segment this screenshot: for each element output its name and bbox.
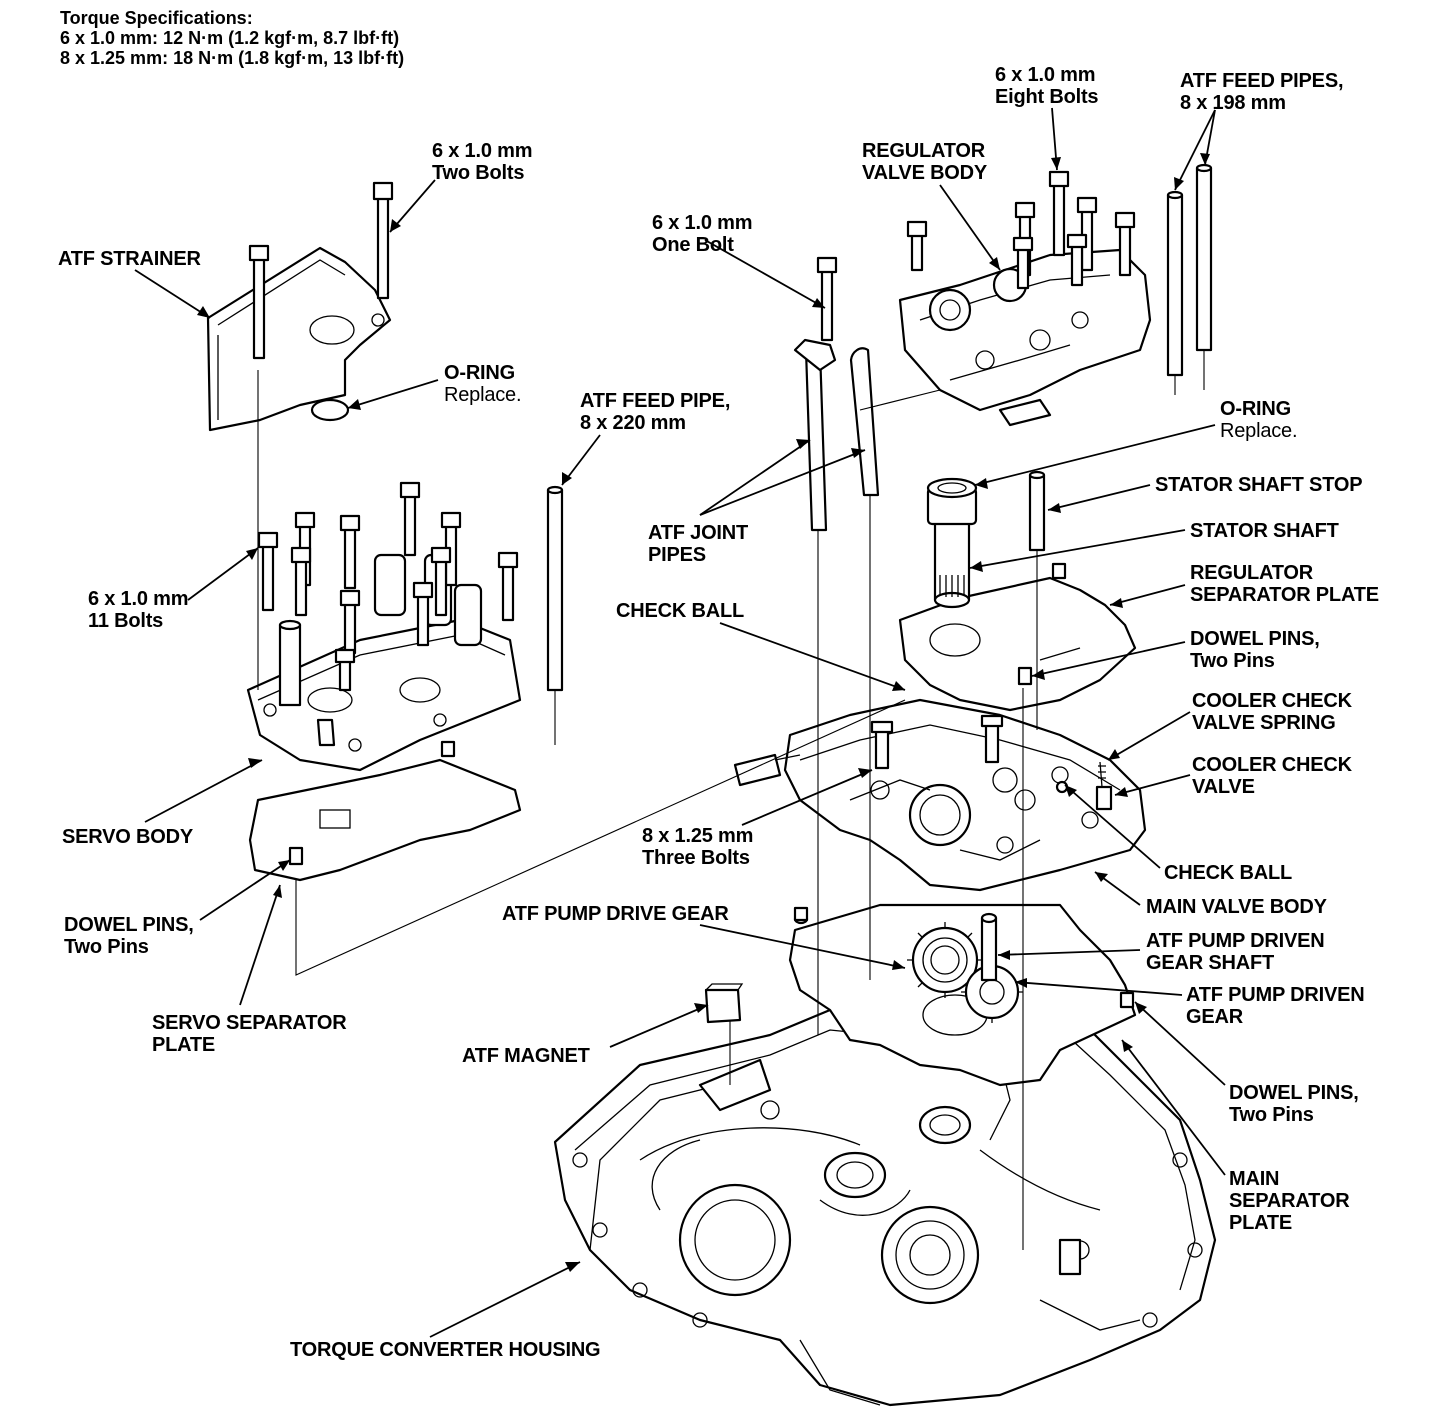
label-atf-pump-driven-gear-shaft: ATF PUMP DRIVEN GEAR SHAFT (1146, 930, 1325, 974)
atf-feed-pipes-198 (1166, 163, 1213, 377)
regulator-valve-body-bolts (906, 170, 1136, 290)
label-torque-converter-housing: TORQUE CONVERTER HOUSING (290, 1339, 601, 1361)
label-dowel-pins-regulator: DOWEL PINS, Two Pins (1190, 628, 1320, 672)
stator-shaft-stop (1028, 470, 1046, 552)
label-atf-strainer: ATF STRAINER (58, 248, 201, 270)
label-one-bolt: 6 x 1.0 mm One Bolt (652, 212, 753, 256)
torque-converter-housing (553, 998, 1217, 1407)
torque-specifications: Torque Specifications: 6 x 1.0 mm: 12 N·… (60, 8, 404, 68)
servo-separator-plate (248, 740, 522, 882)
torque-line-6mm: 6 x 1.0 mm: 12 N·m (1.2 kgf·m, 8.7 lbf·f… (60, 28, 400, 48)
label-cooler-check-valve-spring: COOLER CHECK VALVE SPRING (1192, 690, 1352, 734)
label-three-bolts: 8 x 1.25 mm Three Bolts (642, 825, 754, 869)
label-oring-right: O-RING Replace. (1220, 398, 1298, 442)
label-atf-magnet: ATF MAGNET (462, 1045, 590, 1067)
label-stator-shaft: STATOR SHAFT (1190, 520, 1339, 542)
leader-lines (134, 107, 1226, 1338)
label-servo-body: SERVO BODY (62, 826, 193, 848)
label-eight-bolts: 6 x 1.0 mm Eight Bolts (995, 64, 1099, 108)
alignment-lines (257, 350, 1205, 1250)
atf-pump-gears (907, 912, 1023, 1023)
torque-title: Torque Specifications: (60, 8, 253, 28)
servo-body-bolts (257, 481, 519, 692)
atf-feed-pipe-220 (546, 485, 564, 692)
label-stator-shaft-stop: STATOR SHAFT STOP (1155, 474, 1363, 496)
leader-arrowheads (197, 153, 1210, 1272)
regulator-separator-plate (898, 562, 1137, 712)
label-cooler-check-valve: COOLER CHECK VALVE (1192, 754, 1352, 798)
atf-magnet (704, 983, 744, 1024)
label-dowel-pins-servo: DOWEL PINS, Two Pins (64, 914, 194, 958)
atf-joint-pipes (793, 256, 880, 532)
label-dowel-pins-main: DOWEL PINS, Two Pins (1229, 1082, 1359, 1126)
label-regulator-valve-body: REGULATOR VALVE BODY (862, 140, 988, 184)
label-main-valve-body: MAIN VALVE BODY (1146, 896, 1327, 918)
label-atf-pump-driven-gear: ATF PUMP DRIVEN GEAR (1186, 984, 1365, 1028)
label-main-separator-plate: MAIN SEPARATOR PLATE (1229, 1168, 1350, 1234)
label-atf-feed-pipes-198: ATF FEED PIPES, 8 x 198 mm (1180, 70, 1344, 114)
label-servo-bolts: 6 x 1.0 mm 11 Bolts (88, 588, 189, 632)
regulator-valve-body (898, 248, 1152, 427)
stator-shaft (926, 477, 978, 609)
label-atf-pump-drive-gear: ATF PUMP DRIVE GEAR (502, 903, 729, 925)
label-regulator-separator-plate: REGULATOR SEPARATOR PLATE (1190, 562, 1379, 606)
servo-body (246, 553, 522, 772)
label-atf-joint-pipes: ATF JOINT PIPES (648, 522, 749, 566)
label-oring-left: O-RING Replace. (444, 362, 522, 406)
torque-line-8mm: 8 x 1.25 mm: 18 N·m (1.8 kgf·m, 13 lbf·f… (60, 48, 405, 68)
label-strainer-bolts: 6 x 1.0 mm Two Bolts (432, 140, 533, 184)
main-valve-body (733, 698, 1147, 892)
label-check-ball-upper: CHECK BALL (616, 600, 744, 622)
label-check-ball-lower: CHECK BALL (1164, 862, 1292, 884)
label-servo-separator-plate: SERVO SEPARATOR PLATE (152, 1012, 347, 1056)
main-valve-body-bolts (870, 714, 1004, 770)
atf-strainer (206, 181, 394, 432)
label-atf-feed-pipe-220: ATF FEED PIPE, 8 x 220 mm (580, 390, 731, 434)
